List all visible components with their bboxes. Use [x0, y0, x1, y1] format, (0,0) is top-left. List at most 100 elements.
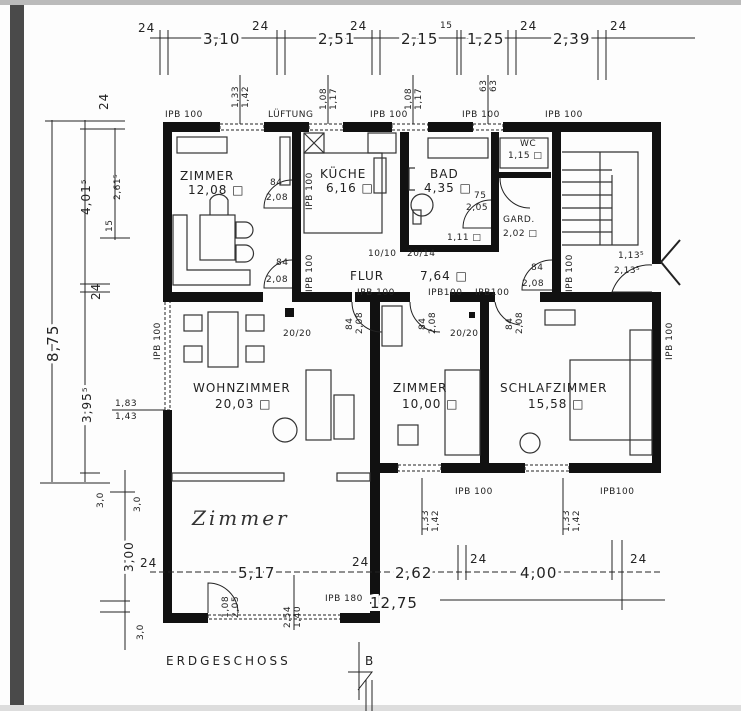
dim-left: 15	[105, 220, 115, 232]
door-labels: 84 2,08 84 2,08 75 2,05 84 2,08 1,13⁵ 2,…	[153, 172, 675, 618]
win-top-2-w: 1,08	[319, 88, 329, 110]
door-height: 2,08	[428, 312, 438, 334]
win-top-1-w: 1,33	[231, 86, 241, 108]
room-zimmer-mid-area: 10,00 □	[402, 397, 459, 411]
furniture	[172, 132, 653, 456]
dim-top-3: 2,51	[318, 30, 355, 48]
room-wohnzimmer-area: 20,03 □	[215, 397, 272, 411]
column-size: 10/10	[368, 249, 396, 259]
dim-bottom: 4,00	[520, 564, 557, 582]
dim-top-9: 2,39	[553, 30, 590, 48]
door-width: 75	[474, 191, 486, 201]
room-zimmer-nw-name: ZIMMER	[180, 169, 234, 183]
dim-top-2: 24	[252, 19, 269, 33]
beam-label: IPB 100	[165, 110, 203, 120]
window-width: 1,33	[421, 510, 431, 532]
door-height: 2,08	[355, 312, 365, 334]
floor-title: ERDGESCHOSS	[166, 654, 291, 668]
door-height: 2,08	[266, 193, 288, 203]
scan-binding-shadow	[10, 5, 24, 711]
door-width: 84	[531, 263, 543, 273]
door-height: 2,08	[266, 275, 288, 285]
win-top-3-h: 1,17	[414, 88, 424, 110]
dim-top-10: 24	[610, 19, 627, 33]
column-size: 20/14	[407, 249, 435, 259]
dim-top-6: 15	[440, 21, 452, 31]
room-flur-area: 7,64 □	[420, 269, 468, 283]
room-schlafzimmer-name: SCHLAFZIMMER	[500, 381, 607, 395]
dim-left: 3,00	[122, 541, 136, 572]
dim-left: 3,95⁵	[80, 386, 94, 423]
dim-left: 3,0	[136, 624, 146, 640]
dim-bottom: 2,62	[395, 564, 432, 582]
dim-left: 24	[140, 556, 157, 570]
room-flur-name: FLUR	[350, 269, 384, 283]
window-height: 1,42	[572, 510, 582, 532]
beam-label: IPB100	[475, 288, 509, 298]
dim-bottom: 24	[352, 555, 369, 569]
dim-top-8: 24	[520, 19, 537, 33]
room-wc-area: 1,15 □	[508, 151, 542, 161]
dim-left: 3,0	[133, 496, 143, 512]
entry-door-width: 1,13⁵	[618, 251, 644, 261]
room-schlafzimmer-area: 15,58 □	[528, 397, 585, 411]
room-zimmer-annex-name: Zimmer	[191, 506, 290, 530]
dim-top-4: 24	[350, 19, 367, 33]
dim-bottom: 24	[630, 552, 647, 566]
beam-label: IPB100	[428, 288, 462, 298]
room-wc-name: WC	[520, 139, 536, 149]
room-bad-name: BAD	[430, 167, 459, 181]
room-gard-area: 2,02 □	[503, 229, 537, 239]
dim-left: 24	[97, 93, 111, 110]
door-height: 2,08	[515, 312, 525, 334]
beam-label: IPB 100	[153, 322, 163, 360]
door-height: 2,08	[522, 279, 544, 289]
door-width: 84	[270, 178, 282, 188]
win-top-3-w: 1,08	[404, 88, 414, 110]
win-top-2-h: 1,17	[329, 88, 339, 110]
top-dimension-chain: 24 3,10 24 2,51 24 2,15 15 1,25 24 2,39 …	[138, 19, 695, 80]
beam-label: IPB 180	[325, 594, 363, 604]
dim-left: 3,0	[96, 492, 106, 508]
scan-top-bar	[0, 0, 741, 5]
dim-top-1: 3,10	[203, 30, 240, 48]
dim-left-total: 8,75	[44, 325, 62, 362]
room-gard-name: GARD.	[503, 215, 535, 225]
beam-label: IPB 100	[455, 487, 493, 497]
door-swings	[207, 177, 681, 614]
room-labels: ZIMMER 12,08 □ KÜCHE 6,16 □ BAD 4,35 □ W…	[180, 139, 607, 530]
dim-bottom: 24	[470, 552, 487, 566]
room-bad-area: 4,35 □	[424, 181, 472, 195]
left-dimension-chain: 24 4,01⁵ 2,61⁵ 15 24 8,75 3,95⁵ 1,83 1,4…	[40, 93, 165, 650]
section-mark-icon	[348, 671, 374, 711]
beam-label: IPB 100	[545, 110, 583, 120]
beam-label: IPB 100	[357, 288, 395, 298]
beam-label: IPB 100	[565, 254, 575, 292]
room-zimmer-mid-name: ZIMMER	[393, 381, 447, 395]
door-width: 84	[276, 258, 288, 268]
beam-label: IPB100	[600, 487, 634, 497]
scan-bottom-bar	[0, 705, 741, 711]
dim-top-7: 1,25	[467, 30, 504, 48]
door-height: 2,05	[231, 596, 241, 618]
dim-left: 4,01⁵	[79, 178, 93, 215]
door-height: 1,40	[293, 606, 303, 628]
door-width: 2,54	[283, 606, 293, 628]
room-zimmer-nw-area: 12,08 □	[188, 183, 245, 197]
window-width: 1,33	[562, 510, 572, 532]
dim-left: 2,61⁵	[113, 174, 123, 200]
window-height: 1,43	[115, 412, 137, 422]
entry-door-height: 2,13⁵	[614, 266, 640, 276]
dim-bottom-total: 12,75	[370, 594, 418, 612]
win-top-4-h: 63	[489, 80, 499, 92]
beam-label: IPB 100	[665, 322, 675, 360]
beam-label: IPB 100	[305, 254, 315, 292]
door-width: 84	[505, 318, 515, 330]
dim-top-0: 24	[138, 21, 155, 35]
door-height: 2,05	[466, 203, 488, 213]
window-width: 1,83	[115, 399, 137, 409]
dim-left: 24	[89, 283, 103, 300]
